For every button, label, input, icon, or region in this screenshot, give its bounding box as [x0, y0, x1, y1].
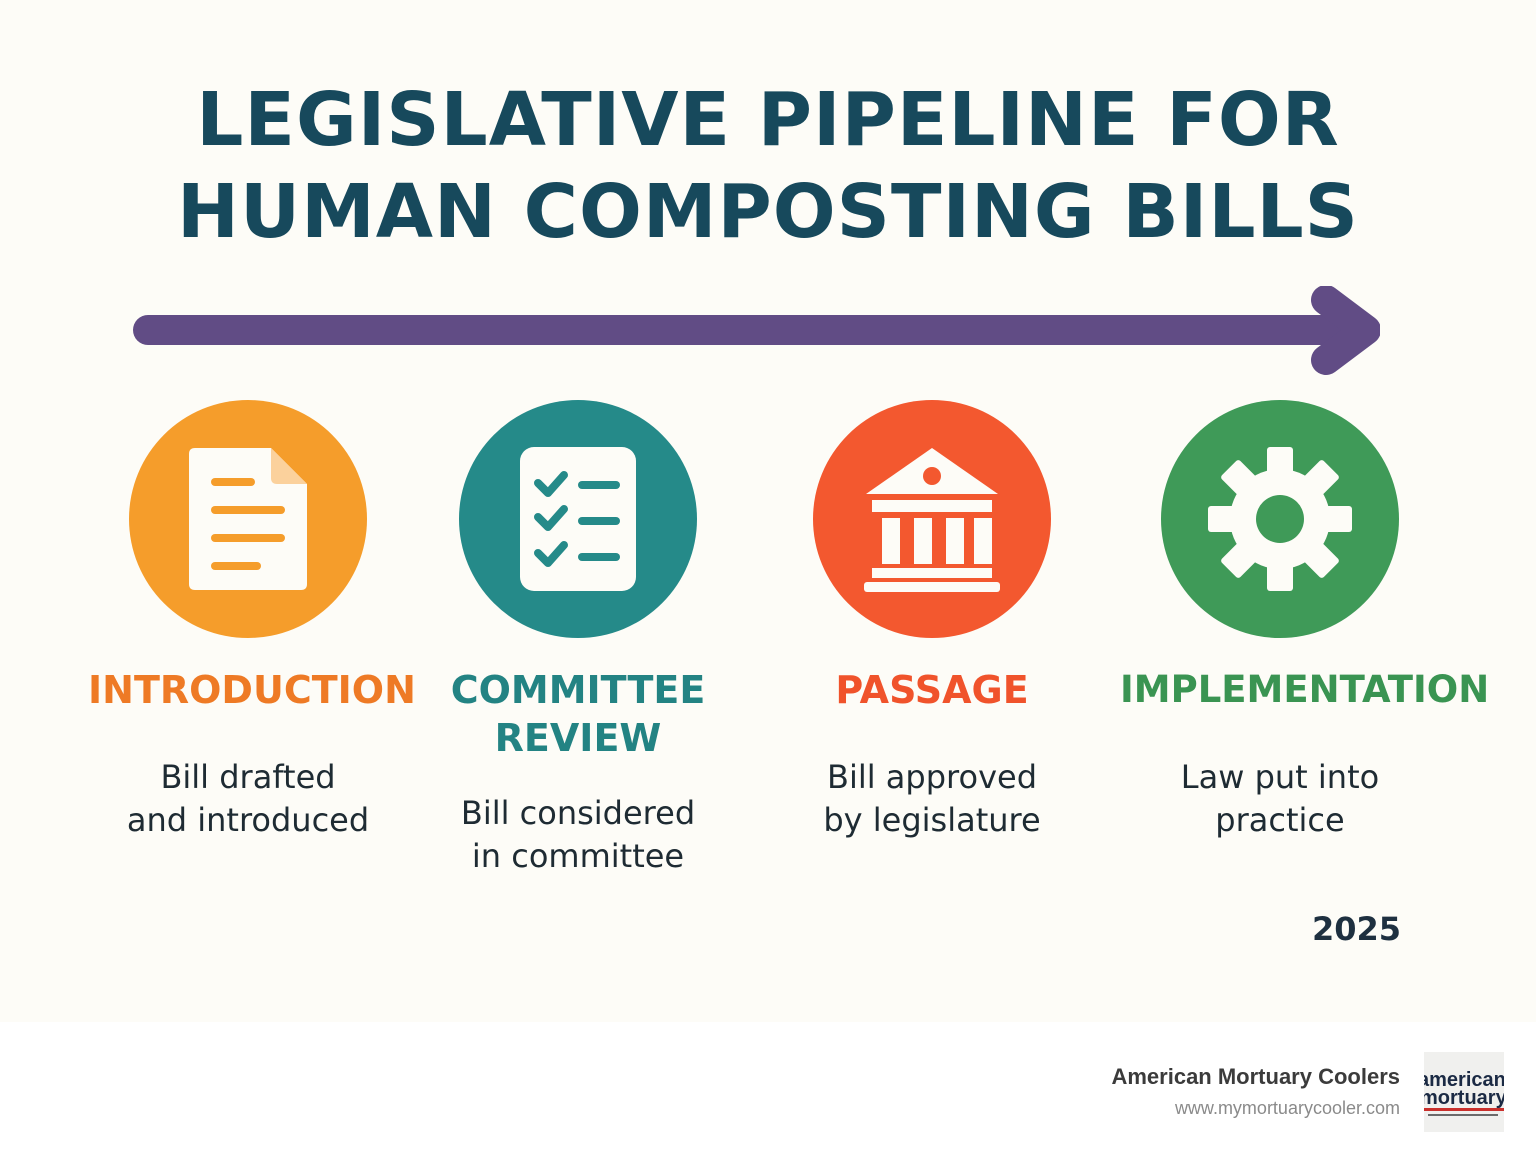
committee-circle [459, 400, 697, 638]
page-title: LEGISLATIVE PIPELINE FOR HUMAN COMPOSTIN… [0, 74, 1536, 258]
stage-introduction: INTRODUCTION Bill drafted and introduced [88, 400, 416, 842]
stage-committee-review: COMMITTEE REVIEW Bill considered in comm… [418, 400, 738, 878]
brand-footer: American Mortuary Coolers www.mymortuary… [1111, 1064, 1400, 1119]
title-line-1: LEGISLATIVE PIPELINE FOR [196, 77, 1340, 163]
brand-logo-mark: american mortuary [1424, 1069, 1504, 1116]
passage-circle [813, 400, 1051, 638]
passage-title: PASSAGE [835, 668, 1029, 712]
checklist-icon [520, 447, 636, 591]
title-line-2: HUMAN COMPOSTING BILLS [177, 169, 1359, 255]
committee-description: Bill considered in committee [460, 794, 696, 875]
passage-description: Bill approved by legislature [823, 758, 1041, 839]
year-label: 2025 [1312, 910, 1402, 948]
introduction-title: INTRODUCTION [88, 668, 416, 712]
document-icon [189, 448, 307, 590]
stage-passage: PASSAGE Bill approved by legislature [772, 400, 1092, 842]
brand-logo: american mortuary [1424, 1052, 1504, 1132]
svg-text:mortuary: mortuary [1424, 1087, 1504, 1109]
gear-icon [1208, 447, 1352, 591]
timeline-arrow [133, 286, 1380, 375]
committee-title: COMMITTEE REVIEW [450, 668, 706, 760]
stage-implementation: IMPLEMENTATION Law put into practice [1120, 400, 1490, 842]
svg-text:american: american [1424, 1069, 1504, 1091]
implementation-title: IMPLEMENTATION [1120, 668, 1490, 711]
implementation-circle [1161, 400, 1399, 638]
implementation-description: Law put into practice [1180, 758, 1380, 839]
brand-url[interactable]: www.mymortuarycooler.com [1174, 1098, 1400, 1118]
introduction-circle [129, 400, 367, 638]
brand-name: American Mortuary Coolers [1111, 1064, 1400, 1089]
capitol-building-icon [864, 448, 1000, 592]
introduction-description: Bill drafted and introduced [126, 758, 370, 839]
